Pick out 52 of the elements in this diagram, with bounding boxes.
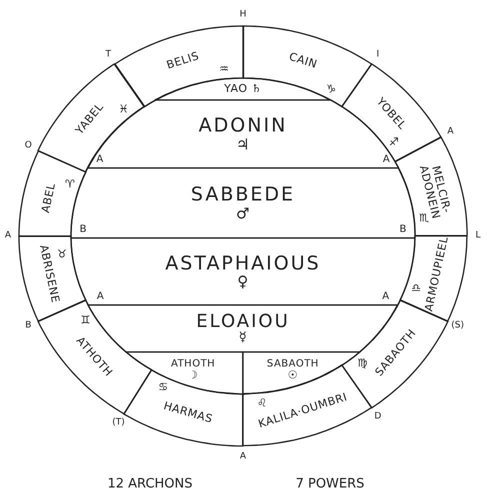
inner-letter: A (382, 292, 390, 302)
ring-sector (19, 150, 86, 236)
planet-symbol: ♂ (236, 205, 250, 222)
planet-symbol: ☉ (288, 369, 298, 382)
archon-name: BELIS (166, 50, 202, 72)
compass-letter: D (374, 412, 382, 422)
compass-letter: T (105, 50, 111, 60)
ring-sector (342, 64, 441, 162)
ring-sector (124, 370, 243, 446)
zodiac-symbol: ♎ (411, 282, 422, 294)
power-name: YAO ♄ (224, 82, 262, 96)
power-name: ATHOTH (171, 358, 216, 370)
ring-sector (400, 236, 467, 322)
power-name: ADONIN (198, 115, 288, 136)
compass-letter: H (240, 10, 246, 20)
planet-symbol: ☽ (188, 369, 198, 382)
caption-text: 7 POWERS (296, 478, 364, 490)
ring-sector (38, 64, 144, 172)
planet-symbol: ☿ (238, 331, 248, 346)
compass-letter: A (447, 128, 454, 137)
inner-letter: A (382, 155, 390, 165)
zodiac-symbol: ♑ (326, 84, 336, 95)
inner-letter: A (96, 155, 104, 165)
caption-text: 12 ARCHONS (108, 478, 192, 490)
power-name: SABAOTH (266, 358, 319, 370)
archon-name: CAIN (287, 50, 318, 71)
inner-letter: B (80, 225, 86, 235)
compass-letter: I (376, 50, 380, 60)
planet-symbol: ♃ (236, 136, 250, 153)
power-name: SABBEDE (190, 184, 296, 206)
compass-letter: A (4, 232, 12, 240)
compass-letter: (T) (112, 418, 125, 428)
compass-letter: A (240, 452, 246, 462)
archon-name: ABEL (40, 182, 58, 214)
compass-letter: (S) (451, 321, 464, 330)
compass-letter: B (25, 321, 32, 330)
compass-letter: O (24, 142, 32, 151)
zodiac-symbol: ♓ (118, 104, 129, 115)
planet-symbol: ♀ (237, 274, 249, 290)
power-band (126, 352, 243, 396)
inner-letter: B (400, 225, 406, 235)
zodiac-symbol: ♍ (357, 357, 368, 368)
power-name: ASTAPHAIOUS (165, 252, 321, 274)
zodiac-symbol: ♋ (158, 381, 168, 392)
zodiac-symbol: ♊ (80, 314, 90, 326)
zodiac-symbol: ♐ (388, 136, 399, 148)
compass-letter: L (476, 232, 480, 240)
zodiac-symbol: ♈ (64, 178, 75, 190)
inner-letter: A (96, 292, 104, 302)
power-name: ELOAIOU (196, 311, 290, 332)
zodiac-symbol: ♉ (57, 248, 67, 260)
zodiac-symbol: ♒ (219, 63, 229, 74)
